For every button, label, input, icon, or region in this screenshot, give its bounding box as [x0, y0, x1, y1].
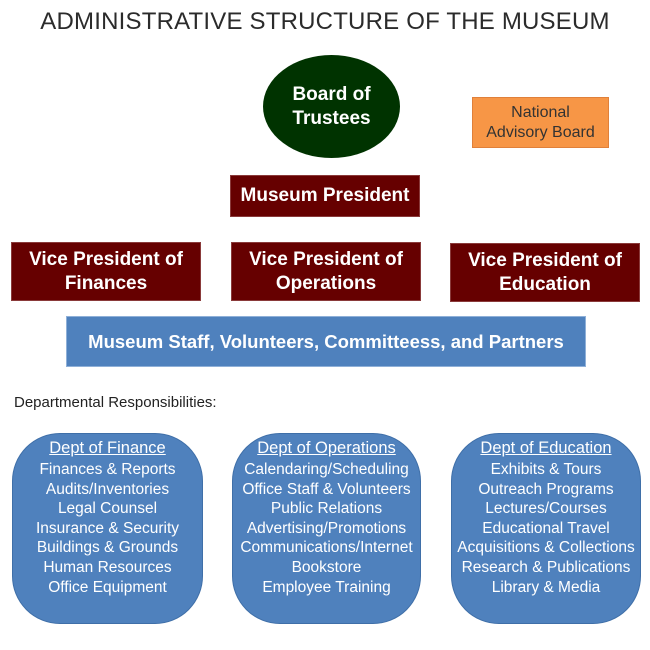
- dept-item: Insurance & Security: [35, 519, 179, 537]
- vp-finances-line2: Finances: [64, 272, 148, 294]
- vp-finances: Vice President of Finances: [11, 242, 201, 301]
- dept-item: Public Relations: [270, 500, 383, 518]
- dept-finance: Dept of Finance Finances & Reports Audit…: [12, 433, 203, 624]
- vp-education: Vice President of Education: [450, 243, 640, 302]
- advisory-line1: National: [511, 103, 570, 121]
- dept-item: Lectures/Courses: [485, 500, 607, 518]
- dept-item: Calendaring/Scheduling: [244, 461, 409, 478]
- responsibilities-label: Departmental Responsibilities:: [14, 394, 217, 411]
- dept-item: Acquisitions & Collections: [457, 539, 635, 557]
- dept-education: Dept of Education Exhibits & Tours Outre…: [451, 433, 641, 624]
- dept-item: Outreach Programs: [478, 480, 614, 498]
- national-advisory-board: National Advisory Board: [472, 97, 609, 148]
- vp-operations: Vice President of Operations: [231, 242, 421, 301]
- vp-education-line2: Education: [499, 273, 591, 295]
- museum-president: Museum President: [230, 175, 420, 217]
- dept-item: Legal Counsel: [57, 500, 158, 518]
- dept-item: Office Equipment: [48, 578, 167, 596]
- vp-finances-line1: Vice President of: [29, 248, 183, 270]
- advisory-line2: Advisory Board: [486, 123, 595, 141]
- board-of-trustees: Board of Trustees: [263, 55, 400, 158]
- dept-item: Research & Publications: [461, 558, 631, 576]
- diagram-title: ADMINISTRATIVE STRUCTURE OF THE MUSEUM: [40, 8, 610, 35]
- dept-item: Employee Training: [262, 578, 391, 596]
- museum-staff-bar: Museum Staff, Volunteers, Committeess, a…: [66, 316, 586, 367]
- dept-title: Dept of Finance: [49, 439, 166, 457]
- president-label: Museum President: [240, 185, 410, 206]
- board-line1: Board of: [292, 83, 371, 105]
- dept-item: Human Resources: [43, 558, 172, 576]
- dept-item: Educational Travel: [482, 519, 610, 537]
- board-line2: Trustees: [292, 107, 371, 129]
- dept-title: Dept of Operations: [257, 439, 396, 457]
- dept-operations: Dept of Operations Calendaring/Schedulin…: [232, 433, 421, 624]
- dept-item: Finances & Reports: [39, 461, 176, 478]
- dept-item: Exhibits & Tours: [490, 461, 602, 478]
- dept-item: Communications/Internet: [240, 539, 413, 557]
- staff-label: Museum Staff, Volunteers, Committeess, a…: [88, 330, 564, 352]
- vp-operations-line2: Operations: [275, 272, 377, 294]
- dept-item: Advertising/Promotions: [246, 519, 407, 537]
- vp-operations-line1: Vice President of: [249, 248, 403, 270]
- vp-education-line1: Vice President of: [468, 249, 622, 271]
- dept-item: Audits/Inventories: [45, 480, 170, 498]
- dept-item: Buildings & Grounds: [36, 539, 179, 557]
- dept-title: Dept of Education: [480, 439, 612, 457]
- dept-item: Office Staff & Volunteers: [242, 480, 411, 498]
- dept-item: Library & Media: [491, 578, 601, 596]
- dept-item: Bookstore: [291, 558, 362, 576]
